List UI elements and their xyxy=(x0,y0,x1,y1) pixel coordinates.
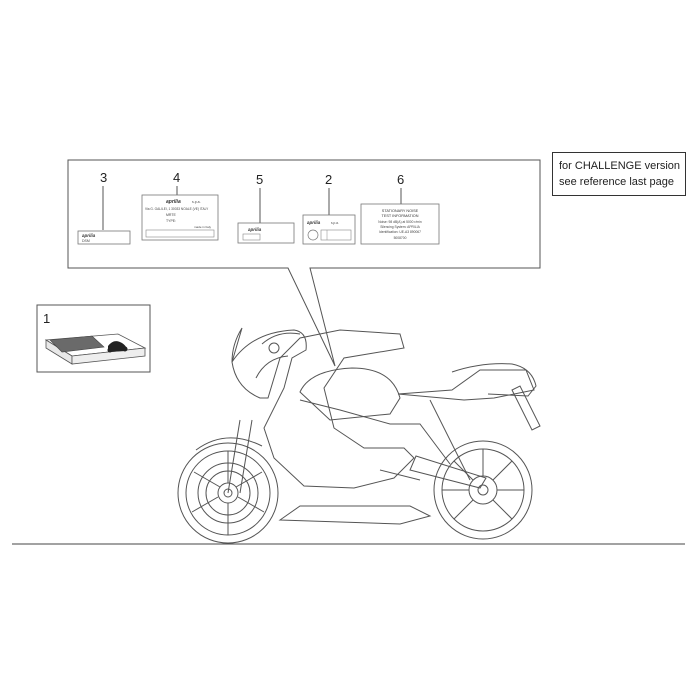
note-line-2: see reference last page xyxy=(559,176,674,188)
note-line-1: for CHALLENGE version xyxy=(559,160,681,172)
label-4-address: Via G. GALILEI, 1 30033 NOALE (VE) ITALY xyxy=(145,207,209,211)
callout-number-5: 5 xyxy=(256,172,263,187)
label-6-line-4: Silencing System: APRILIA xyxy=(380,225,420,229)
motorcycle-drawing xyxy=(177,327,541,544)
rear-wheel xyxy=(433,440,533,540)
fuel-tank xyxy=(299,367,401,421)
label-4-spa: s.p.a. xyxy=(192,200,201,204)
item-1-bike-image xyxy=(108,341,127,352)
swingarm xyxy=(409,455,487,489)
callout-number-2: 2 xyxy=(325,172,332,187)
tail-section xyxy=(451,363,537,397)
footrest xyxy=(379,469,421,481)
fairing-inner-curve xyxy=(255,355,289,379)
exhaust xyxy=(511,385,541,431)
rear-subframe xyxy=(429,399,471,481)
frame xyxy=(299,399,451,465)
label-6-line-3: Noise: 98 dB(A) at 5000 r/min xyxy=(378,220,422,224)
label-5-field xyxy=(242,233,261,241)
label-5-brand: aprilia xyxy=(248,227,262,232)
label-6-line-1: STATIONARY NOISE xyxy=(382,209,419,213)
seat xyxy=(397,369,535,401)
windscreen xyxy=(261,332,301,345)
label-6: STATIONARY NOISE TEST INFORMATION Noise:… xyxy=(360,203,440,245)
callout-number-1: 1 xyxy=(43,311,50,326)
front-fairing xyxy=(231,327,415,489)
label-6-line-6: 5008700 xyxy=(394,236,407,240)
label-6-line-2: TEST INFORMATION xyxy=(382,214,419,218)
item-1-manual-stack xyxy=(44,333,147,365)
label-2-brand: aprilia xyxy=(307,220,321,225)
belly-pan xyxy=(278,505,432,525)
label-2-field xyxy=(320,229,352,241)
label-4-type: TYPE: xyxy=(166,219,176,223)
label-4-brand: aprilia xyxy=(166,199,181,205)
label-3-code: DSM xyxy=(82,239,90,243)
label-3: aprilia DSM xyxy=(77,230,131,245)
front-wheel xyxy=(177,442,279,544)
label-4-mete: MRTE xyxy=(166,213,177,217)
label-2-spa: s.p.a. xyxy=(331,221,339,225)
label-3-brand: aprilia xyxy=(82,233,96,238)
label-6-line-5: Identification: UE-A3 890067 xyxy=(379,230,421,234)
label-4-made-in: made in Italy xyxy=(194,225,212,229)
label-5: aprilia xyxy=(237,222,295,244)
label-2: aprilia s.p.a. xyxy=(302,214,356,245)
label-2-circle xyxy=(307,229,319,241)
label-4-blank-field xyxy=(145,229,215,238)
mirror xyxy=(268,342,280,354)
front-fender xyxy=(195,437,263,451)
front-brake-disc xyxy=(205,470,251,516)
callout-number-3: 3 xyxy=(100,170,107,185)
callout-number-6: 6 xyxy=(397,172,404,187)
challenge-version-note: for CHALLENGE version see reference last… xyxy=(552,152,686,196)
label-4: aprilia s.p.a. Via G. GALILEI, 1 30033 N… xyxy=(141,194,219,241)
callout-number-4: 4 xyxy=(173,170,180,185)
front-fork xyxy=(227,419,241,494)
